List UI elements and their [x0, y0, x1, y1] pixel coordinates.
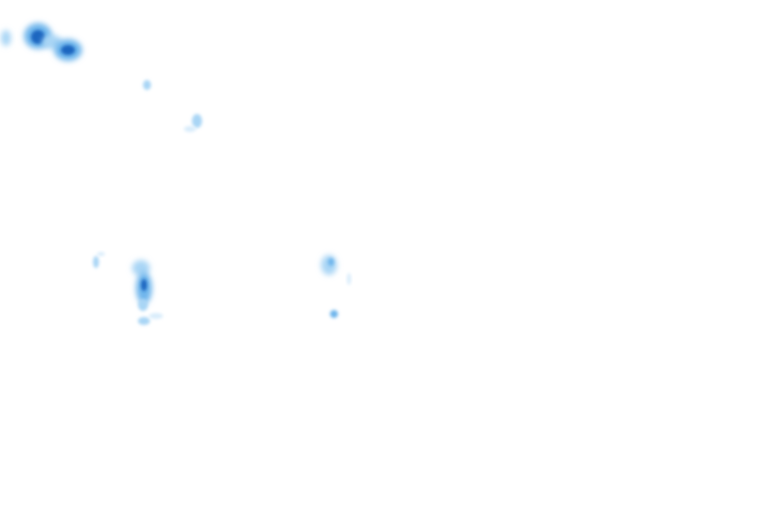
precip-cell — [31, 30, 45, 44]
precip-cell — [184, 126, 196, 132]
precip-cell — [328, 258, 334, 266]
precip-cell — [97, 252, 105, 256]
precip-cell — [93, 256, 99, 268]
precip-cell — [138, 317, 150, 325]
precip-cell — [132, 260, 150, 276]
precip-cell — [141, 279, 147, 291]
precip-cell-cluster-northwest — [1, 23, 82, 61]
precip-cell — [192, 114, 202, 128]
precip-cell — [330, 310, 338, 318]
precip-cell-cluster-west — [93, 252, 163, 325]
precip-cell — [321, 255, 337, 275]
precip-cell — [347, 273, 351, 285]
precip-cell-cluster-north-central — [184, 114, 202, 132]
precip-cell — [143, 80, 151, 90]
precip-cell — [138, 299, 148, 311]
precip-cell-cluster-central — [321, 255, 351, 318]
precip-cell — [1, 30, 11, 46]
precip-cell — [149, 313, 163, 319]
precip-cell — [61, 45, 75, 55]
